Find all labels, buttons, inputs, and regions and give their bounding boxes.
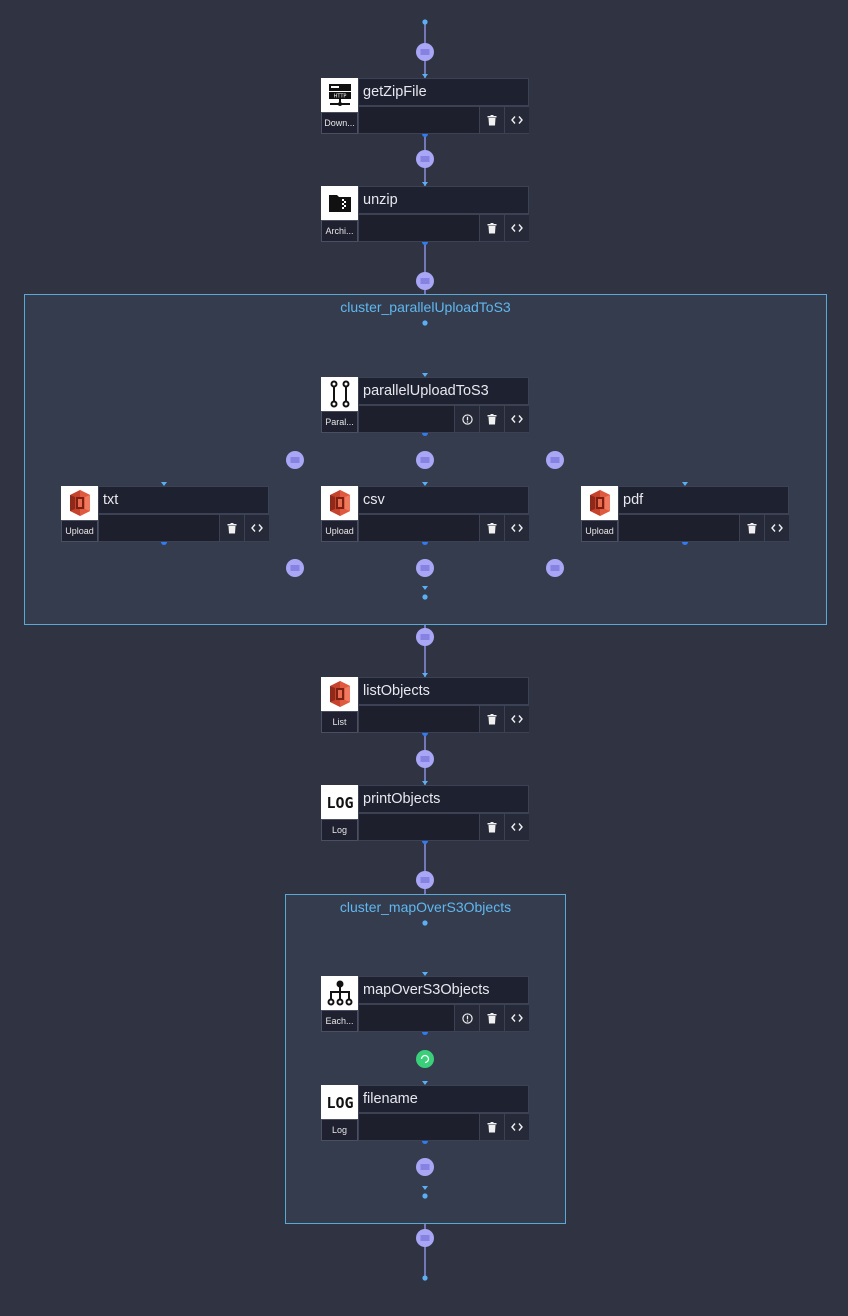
task-actions — [479, 514, 529, 542]
trash-icon[interactable] — [479, 406, 504, 432]
log-icon: LOG — [321, 785, 358, 819]
trash-icon[interactable] — [479, 107, 504, 133]
task-type-label: Log — [321, 819, 358, 841]
cluster-map-over-s3-objects: cluster_mapOverS3Objects — [285, 894, 566, 1224]
task-title[interactable]: mapOverS3Objects — [358, 976, 529, 1004]
task-title[interactable]: printObjects — [358, 785, 529, 813]
tree-icon — [321, 976, 358, 1010]
code-icon[interactable] — [504, 814, 529, 840]
task-node-getZipFile[interactable]: HTTP Down...getZipFile — [321, 78, 529, 134]
trash-icon[interactable] — [739, 515, 764, 541]
aws-s3-icon — [321, 486, 358, 520]
task-title[interactable]: getZipFile — [358, 78, 529, 106]
log-icon: LOG — [321, 1085, 358, 1119]
task-actions — [454, 405, 529, 433]
trash-icon[interactable] — [479, 706, 504, 732]
code-icon[interactable] — [504, 215, 529, 241]
cluster-parallel-upload: cluster_parallelUploadToS3 — [24, 294, 827, 625]
task-type-label: Upload — [321, 520, 358, 542]
task-node-unzip[interactable]: Archi...unzip — [321, 186, 529, 242]
zip-folder-icon — [321, 186, 358, 220]
trash-icon[interactable] — [479, 814, 504, 840]
task-type-label: Paral... — [321, 411, 358, 433]
parallel-branch-icon — [321, 377, 358, 411]
code-icon[interactable] — [504, 1005, 529, 1031]
task-node-mapOverS3Objects[interactable]: Each...mapOverS3Objects — [321, 976, 529, 1032]
code-icon[interactable] — [504, 515, 529, 541]
task-type-label: Upload — [581, 520, 618, 542]
task-actions — [479, 1113, 529, 1141]
aws-s3-icon — [321, 677, 358, 711]
trash-icon[interactable] — [479, 1114, 504, 1140]
task-title[interactable]: filename — [358, 1085, 529, 1113]
task-node-parallelUploadToS3[interactable]: Paral...parallelUploadToS3 — [321, 377, 529, 433]
http-server-icon: HTTP — [321, 78, 358, 112]
task-title[interactable]: parallelUploadToS3 — [358, 377, 529, 405]
task-actions — [219, 514, 269, 542]
trash-icon[interactable] — [219, 515, 244, 541]
task-actions — [479, 705, 529, 733]
trash-icon[interactable] — [479, 1005, 504, 1031]
cluster-label: cluster_parallelUploadToS3 — [340, 299, 511, 315]
aws-s3-icon — [61, 486, 98, 520]
task-type-label: Upload — [61, 520, 98, 542]
task-type-label: List — [321, 711, 358, 733]
code-icon[interactable] — [504, 107, 529, 133]
warning-icon[interactable] — [454, 406, 479, 432]
trash-icon[interactable] — [479, 215, 504, 241]
code-icon[interactable] — [504, 1114, 529, 1140]
aws-s3-icon — [581, 486, 618, 520]
task-title[interactable]: unzip — [358, 186, 529, 214]
task-type-label: Each... — [321, 1010, 358, 1032]
svg-text:LOG: LOG — [326, 794, 353, 812]
task-title[interactable]: listObjects — [358, 677, 529, 705]
cluster-label: cluster_mapOverS3Objects — [339, 899, 512, 915]
task-title[interactable]: csv — [358, 486, 529, 514]
warning-icon[interactable] — [454, 1005, 479, 1031]
task-actions — [739, 514, 789, 542]
code-icon[interactable] — [504, 406, 529, 432]
task-type-label: Log — [321, 1119, 358, 1141]
svg-text:HTTP: HTTP — [333, 94, 346, 100]
code-icon[interactable] — [764, 515, 789, 541]
task-actions — [479, 813, 529, 841]
task-title[interactable]: pdf — [618, 486, 789, 514]
task-actions — [454, 1004, 529, 1032]
trash-icon[interactable] — [479, 515, 504, 541]
task-title[interactable]: txt — [98, 486, 269, 514]
task-actions — [479, 106, 529, 134]
task-type-label: Down... — [321, 112, 358, 134]
task-actions — [479, 214, 529, 242]
code-icon[interactable] — [504, 706, 529, 732]
svg-text:LOG: LOG — [326, 1094, 353, 1112]
code-icon[interactable] — [244, 515, 269, 541]
task-type-label: Archi... — [321, 220, 358, 242]
